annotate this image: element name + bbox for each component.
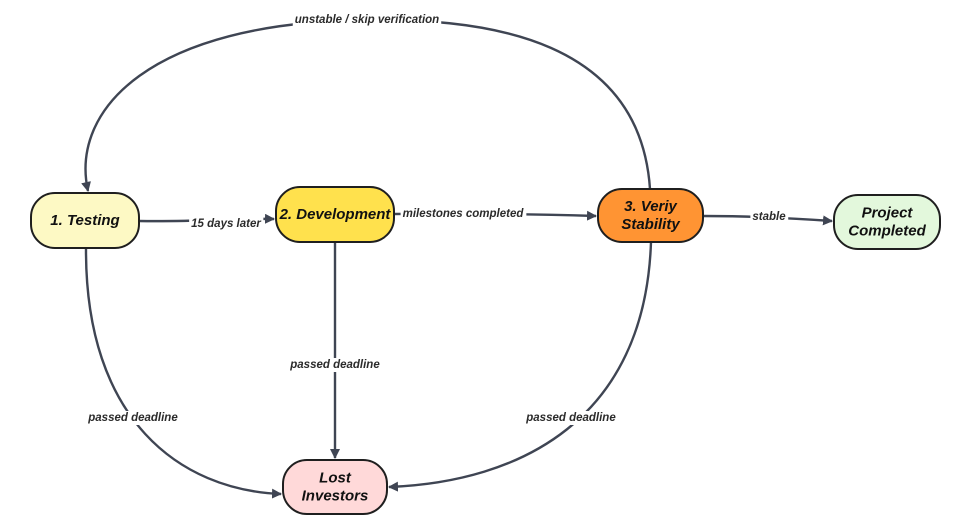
edge-label-testing-to-development: 15 days later <box>189 217 264 231</box>
edge-label-background <box>400 207 527 221</box>
edge-label-text: stable <box>752 211 786 223</box>
node-shape <box>597 188 704 243</box>
node-label: Project <box>862 205 914 222</box>
node-development: 2. Development <box>275 186 395 243</box>
edge-label-text: passed deadline <box>87 412 178 424</box>
edge-label-text: 15 days later <box>191 218 261 230</box>
edge-label-text: milestones completed <box>403 208 525 220</box>
edge-verify-to-lost <box>388 241 653 492</box>
node-label: Lost <box>319 470 352 487</box>
edges-layer <box>81 18 833 499</box>
node-label: Completed <box>848 223 926 240</box>
edge-label-testing-to-lost: passed deadline <box>85 411 181 425</box>
edge-label-text: passed deadline <box>289 359 380 371</box>
node-label: Investors <box>302 488 369 505</box>
edge-label-text: unstable / skip verification <box>295 14 439 26</box>
edge-label-background <box>523 411 619 425</box>
edge-label-development-to-verify: milestones completed <box>400 207 527 221</box>
node-shape <box>30 192 140 249</box>
edge-label-verify-to-completed: stable <box>750 210 789 224</box>
node-label: 1. Testing <box>50 212 119 229</box>
edge-label-background <box>85 411 181 425</box>
node-shape <box>275 186 395 243</box>
edge-label-verify-to-testing: unstable / skip verification <box>292 13 442 27</box>
edge-label-verify-to-lost: passed deadline <box>523 411 619 425</box>
edge-label-background <box>292 13 442 27</box>
edge-labels-layer: 15 days later milestones completed stable u… <box>85 13 789 425</box>
edge-label-background <box>750 210 789 224</box>
node-label: 2. Development <box>279 206 392 223</box>
edge-label-text: passed deadline <box>525 412 616 424</box>
edge-label-development-to-lost: passed deadline <box>287 358 383 372</box>
node-shape <box>282 459 388 515</box>
node-label: 3. Veriy <box>624 198 677 215</box>
edge-label-background <box>189 217 264 231</box>
node-shape <box>833 194 941 250</box>
node-testing: 1. Testing <box>30 192 140 249</box>
edge-testing-to-lost <box>84 247 282 499</box>
nodes-layer: 1. Testing 2. Development 3. VeriyStabilit… <box>30 186 941 515</box>
node-label: Stability <box>621 216 680 233</box>
edge-label-background <box>287 358 383 372</box>
edge-verify-to-testing <box>81 18 652 192</box>
